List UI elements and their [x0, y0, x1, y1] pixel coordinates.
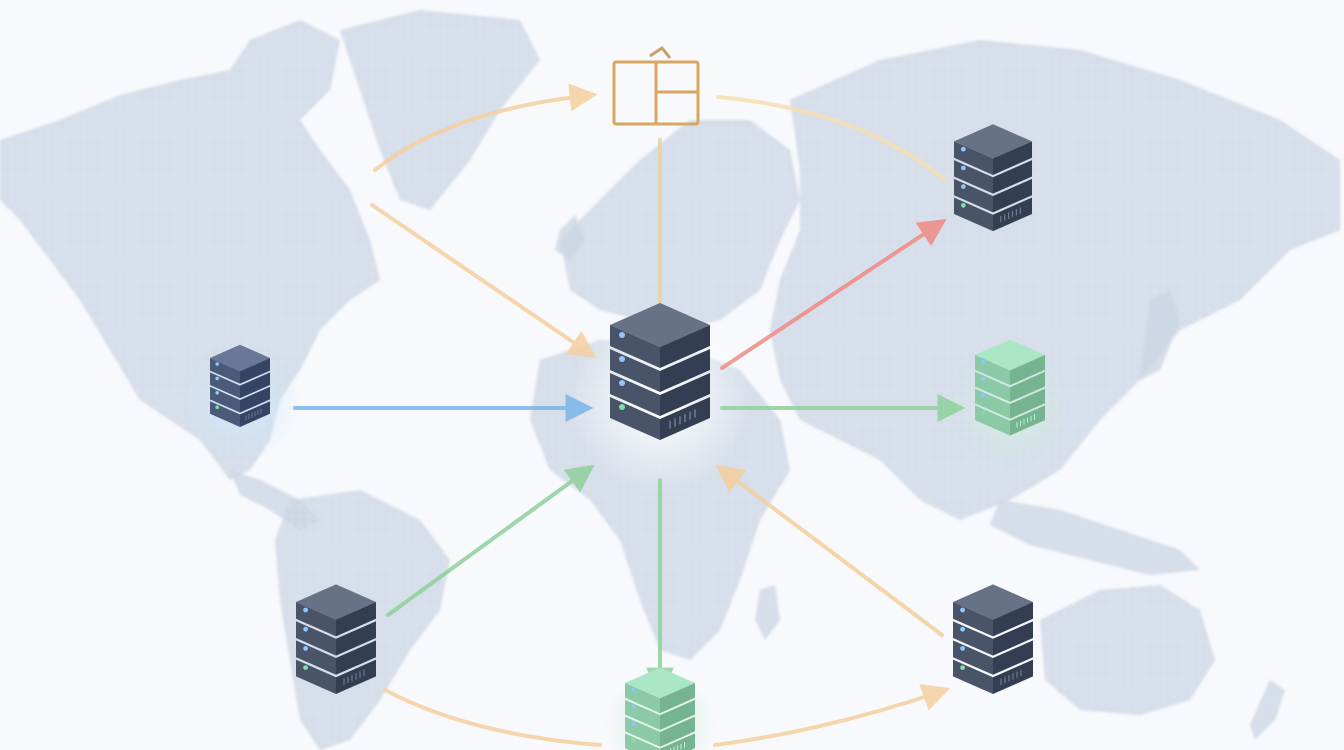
status-led-icon	[303, 607, 308, 613]
status-led-icon	[981, 410, 986, 415]
island-uk	[555, 215, 585, 260]
status-led-icon	[961, 203, 966, 208]
status-led-icon	[215, 376, 219, 381]
island-japan	[1140, 290, 1180, 380]
status-led-icon	[215, 362, 219, 366]
island-madagascar	[755, 585, 780, 640]
servers-layer	[210, 124, 1045, 750]
link-north-america-arc-to-frame	[373, 83, 598, 172]
links-layer	[293, 83, 966, 747]
island-new-zealand	[1250, 680, 1285, 740]
link-hub-to-russia	[720, 218, 947, 370]
status-led-icon	[619, 332, 625, 338]
server-rack-icon	[625, 667, 695, 750]
server-rack-icon	[975, 339, 1045, 436]
status-led-icon	[631, 738, 636, 743]
status-led-icon	[961, 184, 966, 189]
status-led-icon	[303, 626, 308, 632]
status-led-icon	[631, 704, 636, 709]
status-led-icon	[960, 626, 965, 632]
status-led-icon	[303, 665, 308, 670]
status-led-icon	[961, 165, 966, 171]
status-led-icon	[631, 721, 636, 726]
server-rack-icon	[953, 584, 1033, 694]
status-led-icon	[215, 391, 219, 395]
link-north-america-arc-to-hub	[370, 203, 597, 359]
link-south-america-to-hub	[386, 464, 595, 617]
status-led-icon	[631, 687, 636, 693]
status-led-icon	[215, 405, 219, 409]
link-south-atlantic-to-australia	[713, 684, 951, 747]
status-led-icon	[961, 146, 966, 152]
server-rack-icon	[954, 124, 1032, 232]
status-led-icon	[960, 665, 965, 670]
server-rack-icon	[296, 584, 376, 694]
link-frame-to-russia	[716, 95, 947, 182]
server-rack-icon	[210, 344, 270, 427]
window-frame-icon	[612, 45, 700, 126]
status-led-icon	[619, 380, 625, 386]
link-south-america-to-south-atlantic	[383, 688, 602, 747]
status-led-icon	[960, 646, 965, 651]
link-australia-to-hub	[715, 464, 944, 637]
status-led-icon	[619, 356, 625, 362]
status-led-icon	[303, 646, 308, 651]
islands-southeast-asia	[990, 500, 1200, 575]
status-led-icon	[981, 376, 986, 381]
status-led-icon	[960, 607, 965, 613]
server-rack-icon	[610, 303, 710, 440]
status-led-icon	[981, 393, 986, 398]
status-led-icon	[981, 359, 986, 365]
status-led-icon	[619, 404, 625, 410]
